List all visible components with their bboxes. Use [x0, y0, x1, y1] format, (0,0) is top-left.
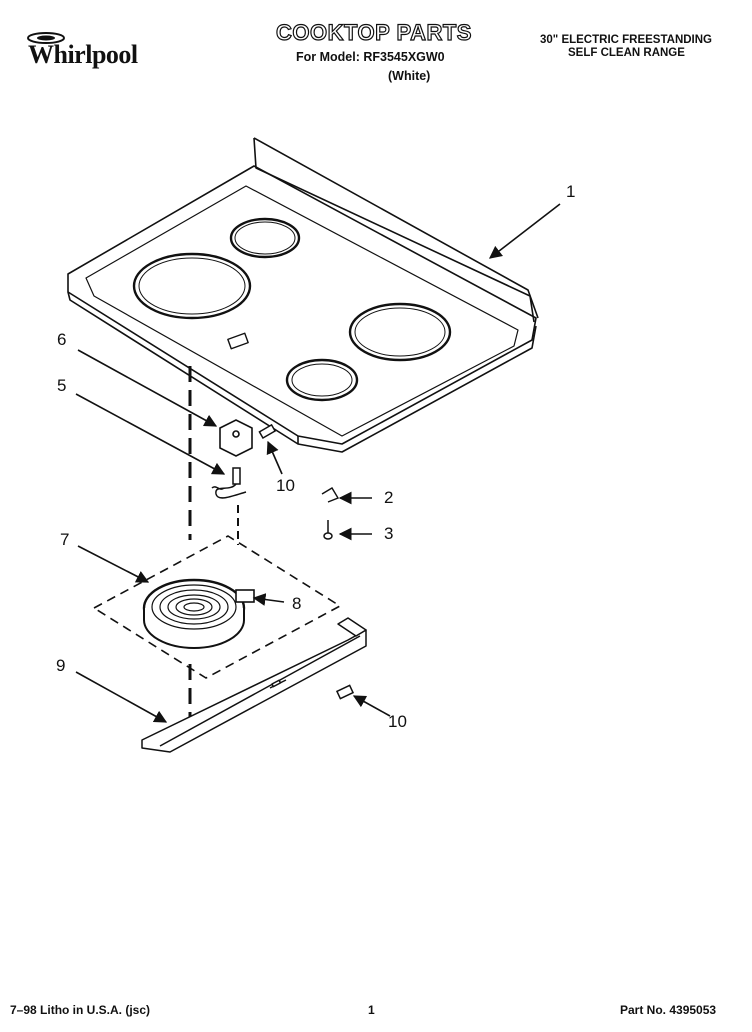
page-title: COOKTOP PARTS [275, 19, 472, 45]
terminal-wire [211, 467, 247, 499]
screw-part-3 [323, 520, 333, 540]
callout-6: 6 [57, 330, 67, 349]
support-bracket [141, 617, 367, 753]
terminal-bracket [219, 419, 253, 457]
callout-5: 5 [57, 376, 67, 395]
print-info: 7–98 Litho in U.S.A. (jsc) [10, 1003, 151, 1017]
model-number: For Model: RF3545XGW0 [296, 50, 445, 64]
screw-10-bottom [335, 684, 355, 700]
brand-wordmark: Whirlpool [28, 40, 138, 69]
callout-10-upper: 10 [276, 476, 295, 495]
callout-7: 7 [60, 530, 70, 549]
screw-10-top [258, 423, 277, 439]
callout-8: 8 [292, 594, 302, 613]
whirlpool-logo [16, 26, 148, 74]
callout-1: 1 [566, 182, 576, 201]
assembly-guide-lines [188, 366, 239, 720]
surface-element [142, 578, 255, 649]
leader-arrows [75, 203, 561, 723]
part-number: Part No. 4395053 [620, 1003, 717, 1017]
page-number: 1 [368, 1003, 375, 1017]
product-description-line2: SELF CLEAN RANGE [568, 47, 685, 59]
callout-10-lower: 10 [388, 712, 407, 731]
callout-9: 9 [56, 656, 66, 675]
callout-3: 3 [384, 524, 394, 543]
element-mounting-area [92, 535, 342, 679]
cooktop-assembly [67, 137, 539, 453]
color-label: (White) [388, 69, 431, 83]
product-description-line1: 30" ELECTRIC FREESTANDING [540, 34, 713, 46]
clip-part-2 [321, 487, 340, 503]
callout-2: 2 [384, 488, 394, 507]
